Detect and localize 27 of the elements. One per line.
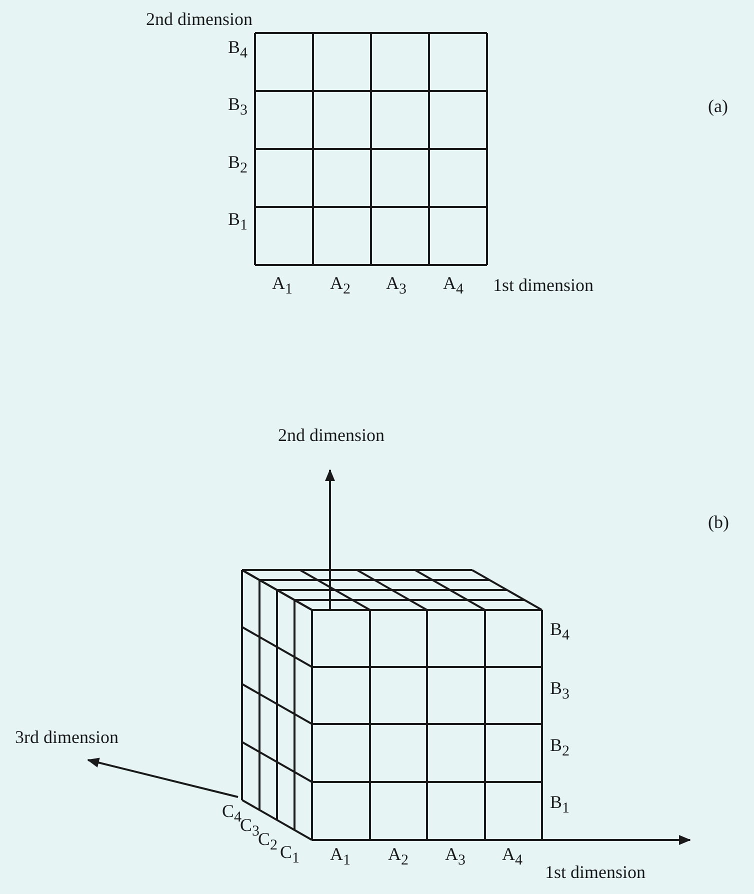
depth-label: C$_{1}$ bbox=[280, 842, 300, 868]
column-label: A$_{1}$ bbox=[272, 274, 292, 298]
column-label: A$_{4}$ bbox=[443, 274, 464, 298]
row-label: B$_{2}$ bbox=[228, 152, 248, 178]
depth-label: C$_{2}$ bbox=[258, 830, 278, 854]
row-label: B$_{4}$ bbox=[228, 38, 248, 62]
row-label: B$_{3}$ bbox=[228, 94, 248, 120]
panel-label: (b) bbox=[708, 513, 729, 533]
depth-label: C$_{4}$ bbox=[222, 802, 242, 826]
row-label: B$_{4}$ bbox=[550, 620, 570, 644]
row-label: B$_{3}$ bbox=[550, 678, 570, 704]
axis-label: 3rd dimension bbox=[15, 728, 118, 748]
axis-label: 2nd dimension bbox=[146, 10, 252, 30]
panel-label: (a) bbox=[708, 97, 728, 117]
axis-label: 1st dimension bbox=[493, 276, 594, 296]
column-label: A$_{4}$ bbox=[502, 844, 522, 870]
row-label: B$_{2}$ bbox=[550, 736, 570, 760]
row-label: B$_{1}$ bbox=[228, 210, 248, 234]
row-label: B$_{1}$ bbox=[550, 792, 570, 818]
column-label: A$_{3}$ bbox=[445, 844, 466, 870]
column-label: A$_{3}$ bbox=[386, 274, 406, 298]
column-label: A$_{2}$ bbox=[388, 844, 408, 870]
axis-label: 1st dimension bbox=[545, 863, 646, 883]
column-label: A$_{1}$ bbox=[330, 844, 350, 870]
depth-label: C$_{3}$ bbox=[240, 816, 260, 840]
column-label: A$_{2}$ bbox=[330, 274, 350, 298]
axis-label: 2nd dimension bbox=[278, 426, 384, 446]
